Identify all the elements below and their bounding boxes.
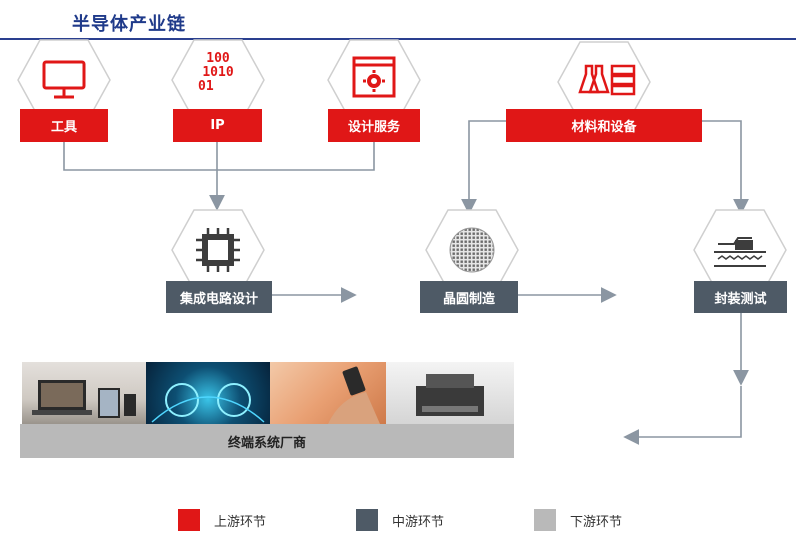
monitor-icon: [42, 60, 86, 99]
legend-midstream-swatch: [356, 509, 378, 531]
design-service-label: 设计服务: [347, 120, 400, 135]
package-test-icon: [714, 237, 766, 267]
tools-hexagon: [17, 39, 111, 121]
ic-design-box: 集成电路设计: [166, 281, 272, 313]
legend-downstream-swatch: [534, 509, 556, 531]
flask-icon: [578, 64, 610, 94]
gear-window-icon: [352, 56, 396, 98]
ip-box: IP: [173, 109, 262, 142]
legend-upstream-swatch: [178, 509, 200, 531]
phone-illustration: [328, 366, 380, 424]
packaging-box: 封装测试: [694, 281, 787, 313]
server-icon: [610, 64, 636, 96]
smart-car-photo: [146, 362, 270, 424]
terminal-vendors-label: 终端系统厂商: [227, 435, 306, 451]
dashboard-illustration: [151, 383, 265, 423]
devices-illustration: [32, 380, 136, 418]
ic-design-hexagon: [171, 209, 265, 291]
binary-code-icon: 100 1010 01: [198, 51, 234, 94]
header-rule: [0, 38, 796, 40]
consumer-electronics-photo: [22, 362, 146, 424]
page-title: 半导体产业链: [72, 14, 186, 35]
ic-design-label: 集成电路设计: [179, 291, 258, 307]
packaging-label: 封装测试: [714, 291, 767, 307]
chip-icon: [196, 228, 240, 272]
materials-box: 材料和设备: [506, 109, 702, 142]
packaging-hexagon: [693, 209, 787, 291]
legend-midstream-label: 中游环节: [392, 515, 445, 530]
terminal-vendors-box: 终端系统厂商: [20, 424, 514, 458]
tools-label: 工具: [50, 120, 77, 135]
legend-downstream-label: 下游环节: [570, 515, 623, 530]
tools-box: 工具: [20, 109, 108, 142]
printer-illustration: [416, 374, 484, 416]
design-service-box: 设计服务: [328, 109, 420, 142]
mobile-phone-photo: [270, 362, 386, 424]
materials-label: 材料和设备: [571, 120, 637, 135]
wafer-hexagon: [425, 209, 519, 291]
wafer-label: 晶圆制造: [442, 291, 495, 307]
wafer-box: 晶圆制造: [420, 281, 518, 313]
printer-photo: [386, 362, 514, 424]
design-service-hexagon: [327, 39, 421, 121]
legend-upstream-label: 上游环节: [214, 515, 267, 530]
ip-label: IP: [210, 118, 225, 133]
wafer-icon: [449, 227, 495, 273]
